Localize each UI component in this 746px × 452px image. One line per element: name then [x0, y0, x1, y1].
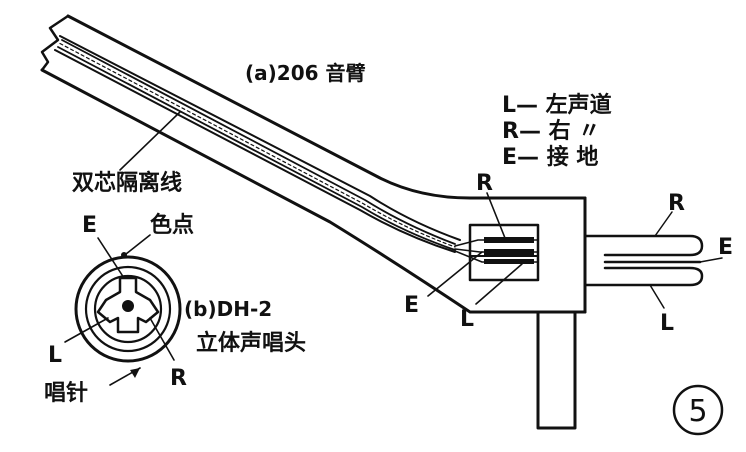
headshell	[454, 196, 587, 314]
arm-r-leader	[486, 192, 506, 239]
shielded-cable	[57, 39, 456, 251]
arm-l-leader	[475, 263, 523, 305]
cartridge-mid-ring	[84, 265, 172, 353]
cable-hatch	[59, 42, 456, 248]
cable-label: 双芯隔离线	[72, 170, 182, 196]
arm-l-label: L	[460, 307, 474, 332]
plug-lower-prong	[583, 266, 704, 287]
arm-e-label: E	[404, 293, 419, 318]
legend-line-3: E— 接 地	[502, 145, 598, 170]
tube-left-end	[40, 14, 70, 72]
plug-l-label: L	[660, 311, 674, 336]
needle-arrow-icon	[130, 368, 140, 378]
cable-edge-bottom	[57, 46, 456, 251]
plug-e-leader	[699, 257, 723, 263]
cartridge-plug	[583, 211, 723, 309]
dot-leader	[125, 234, 151, 255]
legend-line-2: R— 右 〃	[502, 119, 600, 144]
pin-r-leader	[149, 317, 175, 361]
pin-l-label: L	[48, 343, 62, 368]
needle-label: 唱针	[44, 380, 88, 406]
legend-line-1: L— 左声道	[502, 92, 612, 118]
tube-inner-bottom	[54, 49, 456, 253]
dot-label: 色点	[150, 212, 194, 238]
plug-l-leader	[649, 284, 665, 309]
tube-inner-top	[59, 35, 461, 241]
pin-l-leader	[64, 317, 109, 343]
plug-upper-prong	[583, 234, 704, 257]
color-dot-icon	[121, 252, 127, 258]
cartridge-pin-key	[96, 276, 160, 334]
cartridge-outer-ring	[74, 255, 182, 363]
title-b-line2: 立体声唱头	[196, 330, 306, 356]
arm-r-label: R	[476, 171, 493, 196]
tonearm-tube	[40, 14, 587, 314]
title-b-line1: (b)DH-2	[184, 297, 272, 321]
figure-number-circle	[672, 384, 724, 436]
pin-block-l	[484, 259, 534, 264]
plug-r-leader	[654, 211, 673, 237]
stem-outline	[536, 310, 577, 430]
pin-r-label: R	[170, 366, 187, 391]
plug-r-label: R	[668, 191, 685, 216]
cartridge-inner-ring	[93, 274, 163, 344]
pin-e-leader	[97, 237, 125, 279]
tube-top-edge	[66, 14, 587, 200]
plug-e-label: E	[718, 235, 733, 260]
cartridge-center	[122, 300, 134, 312]
headshell-stem	[536, 310, 577, 430]
pin-block-e	[484, 249, 534, 255]
tube-bottom-edge	[40, 68, 587, 314]
pin-e-label: E	[82, 213, 97, 238]
figure-number: 5	[688, 394, 707, 429]
cable-leader	[119, 111, 181, 171]
arm-e-leader	[427, 251, 483, 297]
title-a: (a)206 音臂	[245, 61, 366, 85]
pin-block-r	[484, 237, 534, 243]
cable-edge-top	[61, 39, 456, 245]
